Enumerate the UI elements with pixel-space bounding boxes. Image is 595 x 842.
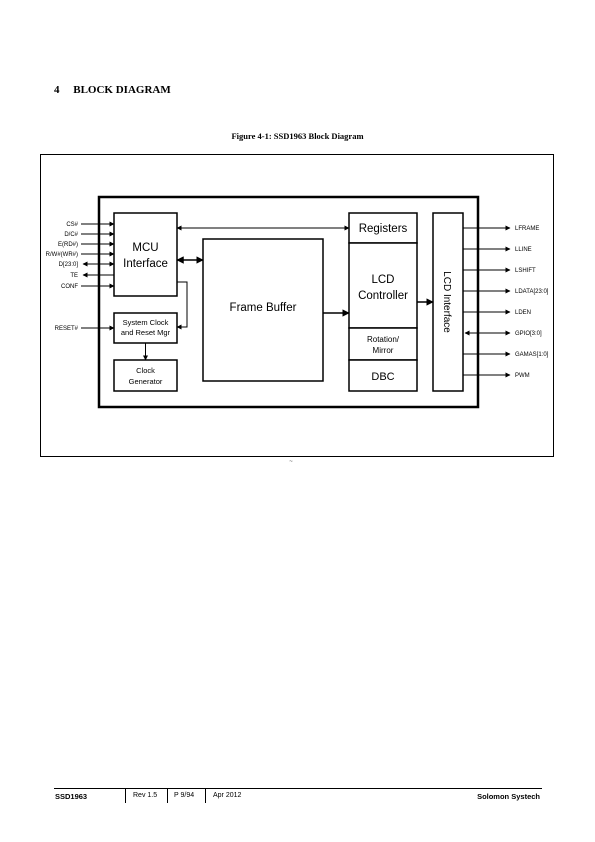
lcd-interface-block: [432, 212, 464, 392]
mcu-label-2: Interface: [123, 258, 168, 270]
mcu-interface-block: [113, 212, 178, 297]
lcd-interface-label: LCD Interface: [441, 271, 452, 333]
system-clock-block: [113, 312, 178, 344]
footer-separator: [125, 789, 126, 803]
signal-conf: CONF: [61, 284, 78, 290]
signal-pwm: PWM: [515, 373, 530, 379]
clockgen-label-2: Generator: [129, 377, 163, 386]
section-title: BLOCK DIAGRAM: [73, 84, 171, 96]
figure-caption: Figure 4-1: SSD1963 Block Diagram: [231, 131, 364, 141]
section-number: 4: [54, 84, 60, 96]
signal-reset: RESET#: [55, 326, 79, 332]
rotation-label-1: Rotation/: [367, 335, 400, 344]
clockgen-label-1: Clock: [136, 366, 155, 375]
signal-rw-wr: R/W#(WR#): [46, 252, 78, 258]
signal-lline: LLINE: [515, 247, 532, 253]
lcd-controller-label-2: Controller: [358, 290, 408, 302]
signal-te: TE: [70, 273, 78, 279]
signal-ldata: LDATA[23:0]: [515, 289, 549, 295]
footer-company: Solomon Systech: [477, 792, 540, 801]
frame-buffer-block: [202, 238, 324, 382]
registers-block: [348, 212, 418, 244]
frame-buffer-label: Frame Buffer: [230, 302, 297, 314]
signal-data: D[23:0]: [59, 262, 79, 268]
footer-revision: Rev 1.5: [133, 792, 158, 799]
dbc-label: DBC: [371, 371, 394, 383]
signal-lshift: LSHIFT: [515, 268, 536, 274]
lcd-controller-block: [348, 242, 418, 329]
figure-frame: [40, 154, 554, 457]
footer-rule: [54, 788, 542, 789]
signal-dc: D/C#: [64, 232, 78, 238]
rotation-mirror-block: [348, 327, 418, 361]
signal-lframe: LFRAME: [515, 226, 539, 232]
signal-gamas: GAMAS[1:0]: [515, 352, 549, 358]
footer-separator: [167, 789, 168, 803]
clock-generator-block: [113, 359, 178, 392]
registers-label: Registers: [359, 223, 408, 235]
mcu-sysclk-link: [176, 281, 188, 330]
dbc-block: [348, 359, 418, 392]
section-heading: 4 BLOCK DIAGRAM: [54, 84, 171, 96]
footer-date: Apr 2012: [213, 792, 242, 799]
mcu-label-1: MCU: [132, 242, 158, 254]
sysclk-label-2: and Reset Mgr: [121, 328, 171, 337]
output-signals: LFRAME LLINE LSHIFT LDATA[23:0] LDEN GPI…: [463, 225, 549, 379]
footer-separator: [205, 789, 206, 803]
signal-gpio: GPIO[3:0]: [515, 331, 542, 337]
lcd-controller-label-1: LCD: [371, 274, 394, 286]
sysclk-label-1: System Clock: [123, 318, 169, 327]
signal-lden: LDEN: [515, 310, 531, 316]
chip-outline: [97, 195, 480, 409]
input-signals: CS# D/C# E(RD#) R/W#(WR#) D[23:0] TE CON…: [46, 221, 115, 332]
footer-page: P 9/94: [174, 792, 195, 799]
signal-e-rd: E(RD#): [58, 242, 78, 248]
signal-cs: CS#: [66, 222, 78, 228]
footer-doc-name: SSD1963: [55, 792, 88, 801]
rotation-label-2: Mirror: [373, 346, 394, 355]
stray-mark: ~: [289, 459, 293, 465]
